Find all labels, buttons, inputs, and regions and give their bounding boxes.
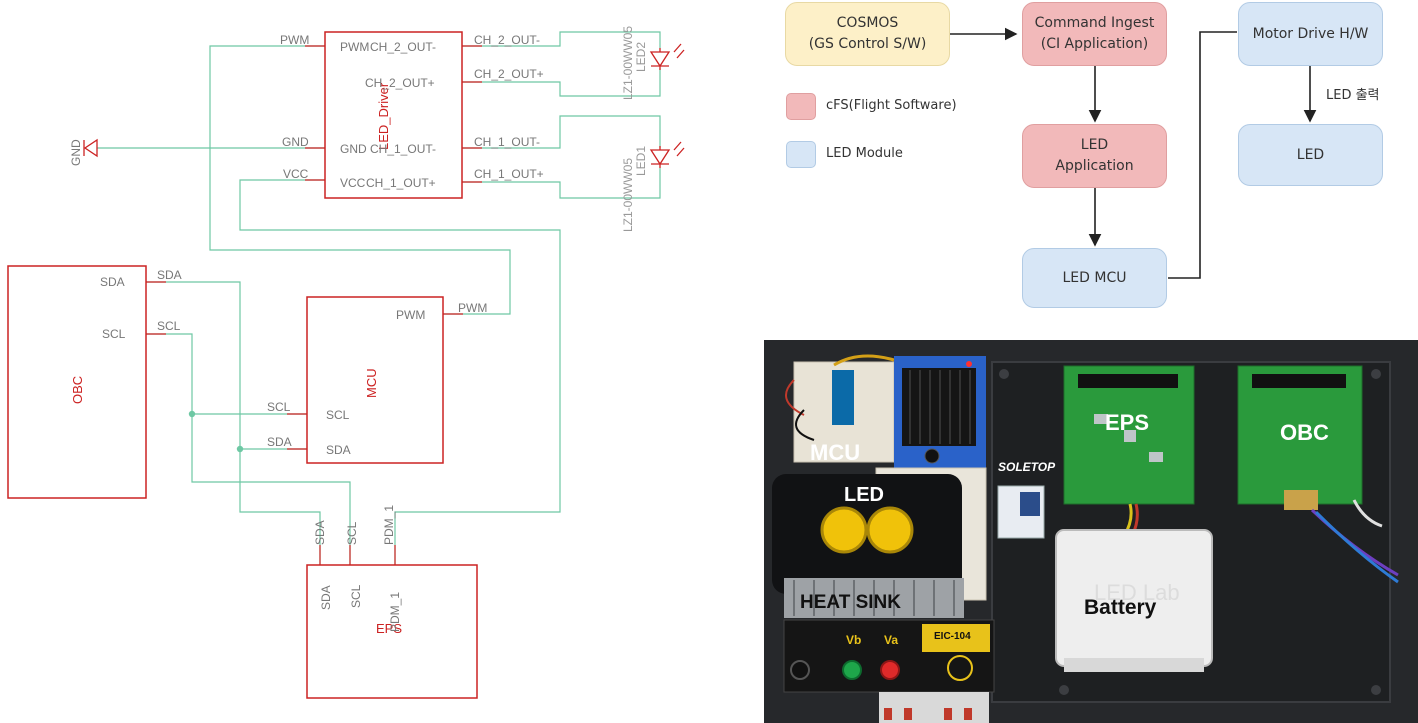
photo-label-obc: OBC: [1280, 420, 1329, 445]
net-label-pwm: PWM: [280, 33, 309, 47]
led-driver-pin-ch2-out-neg: CH_2_OUT-: [370, 40, 436, 54]
wire-ch2-pos: [462, 68, 661, 97]
led-driver-pin-ch2-out-pos: CH_2_OUT+: [365, 76, 435, 90]
net-label-sda-mcu: SDA: [267, 435, 292, 449]
net-label-scl-obc: SCL: [157, 319, 181, 333]
net-label-ch1-neg: CH_1_OUT-: [474, 135, 540, 149]
eps-box: [306, 564, 478, 699]
ecell-sticker: [922, 624, 990, 652]
wire-ch2-neg: [462, 31, 661, 48]
led-output-label: LED 출력: [1326, 88, 1380, 103]
led-driver-name: LED_Driver: [376, 82, 391, 150]
photo-printed-soletop: SOLETOP: [998, 460, 1056, 474]
arduino-nano: [832, 370, 854, 425]
junction-dot: [236, 445, 244, 453]
obc-board: [1237, 365, 1363, 505]
led-driver-pin-ch1-out-neg: CH_1_OUT-: [370, 142, 436, 156]
obc-box: [7, 265, 147, 499]
wire-ch1-neg: [462, 115, 661, 149]
net-label-sda-eps: SDA: [313, 520, 327, 545]
wire-scl: [146, 333, 351, 565]
gnd-symbol-label: GND: [69, 139, 83, 166]
photo-printed-va: Va: [884, 633, 899, 647]
led-lens-left: [820, 506, 868, 554]
wires: [97, 31, 661, 565]
gnd-symbol: GND: [69, 138, 98, 166]
led-lens-right: [866, 506, 914, 554]
led-driver-pin-ch1-out-pos: CH_1_OUT+: [366, 176, 436, 190]
mcu-name: MCU: [364, 368, 379, 398]
photo-printed-lab-mark: LED Lab: [1094, 580, 1180, 605]
mcu-pin-sda: SDA: [326, 443, 351, 457]
motor-drive-block: Motor Drive H/W: [1238, 2, 1383, 66]
led2-ref: LED2: [634, 42, 648, 72]
mcu-pin-scl: SCL: [326, 408, 350, 422]
pin-stubs: [146, 45, 482, 565]
led-block: LED: [1238, 124, 1383, 186]
photo-label-led: LED: [844, 484, 884, 506]
led2-symbol: [649, 43, 685, 70]
mcu-pin-pwm: PWM: [396, 308, 425, 322]
led1-ref: LED1: [634, 146, 648, 176]
net-label-scl-eps: SCL: [345, 521, 359, 545]
cosmos-block: COSMOS (GS Control S/W): [785, 2, 950, 66]
legend-label-cfs: cFS(Flight Software): [826, 98, 957, 113]
junction-dot: [188, 410, 196, 418]
net-label-ch1-pos: CH_1_OUT+: [474, 167, 544, 181]
net-label-pdm1-eps: PDM_1: [382, 505, 396, 545]
net-label-sda-obc: SDA: [157, 268, 182, 282]
command-ingest-block: Command Ingest (CI Application): [1022, 2, 1167, 66]
mounting-holes: [999, 369, 1381, 695]
eps-pin-scl: SCL: [349, 584, 363, 608]
led-driver-box: [324, 31, 463, 199]
hardware-photo-drawing: [764, 340, 1418, 723]
led1-symbol: [649, 141, 685, 168]
eps-pin-sda: SDA: [319, 585, 333, 610]
led-mcu-block: LED MCU: [1022, 248, 1167, 308]
photo-printed-ecell: EIC-104: [934, 631, 971, 642]
net-label-ch2-neg: CH_2_OUT-: [474, 33, 540, 47]
net-label-gnd: GND: [282, 135, 309, 149]
led1-part: LZ1-00WW05: [621, 158, 635, 232]
wire-sda: [146, 281, 321, 565]
obc-pin-scl: SCL: [102, 327, 126, 341]
legend-swatch-cfs: [786, 93, 816, 120]
wire-pwm: [209, 45, 511, 315]
flow-arrows: [950, 27, 1317, 279]
obc-name: OBC: [70, 376, 85, 404]
legend-swatch-led-module: [786, 141, 816, 168]
led2-part: LZ1-00WW05: [621, 26, 635, 100]
circuit-schematic: GND LED_Driver PWM CH_2_OUT- CH_2_OUT+ G…: [7, 26, 685, 699]
obc-pin-sda: SDA: [100, 275, 125, 289]
photo-label-eps: EPS: [1105, 410, 1150, 435]
led-driver-pin-vcc: VCC: [340, 176, 366, 190]
line-mcu-to-motor: [1168, 31, 1237, 279]
mcu-box: [306, 296, 444, 464]
led-application-block: LED Application: [1022, 124, 1167, 188]
net-label-scl-mcu: SCL: [267, 400, 291, 414]
wire-vcc: [239, 179, 561, 565]
photo-label-mcu: MCU: [810, 440, 861, 465]
net-label-ch2-pos: CH_2_OUT+: [474, 67, 544, 81]
photo-label-heat-sink: HEAT SINK: [800, 592, 901, 613]
eps-pin-pdm1: PDM_1: [388, 592, 402, 632]
legend-label-led-module: LED Module: [826, 146, 903, 161]
photo-printed-vb: Vb: [846, 633, 862, 647]
hardware-photo: SOLETOP EIC-104 Vb Va LED Lab MCU LED HE…: [764, 340, 1418, 723]
photo-label-battery: Battery: [1084, 596, 1157, 619]
net-label-pwm-mcu: PWM: [458, 301, 487, 315]
wire-ch1-pos: [462, 168, 661, 199]
led-driver-pin-pwm: PWM: [340, 40, 369, 54]
eps-name: EPS: [376, 621, 402, 636]
led-driver-pin-gnd: GND: [340, 142, 367, 156]
net-label-vcc: VCC: [283, 167, 309, 181]
